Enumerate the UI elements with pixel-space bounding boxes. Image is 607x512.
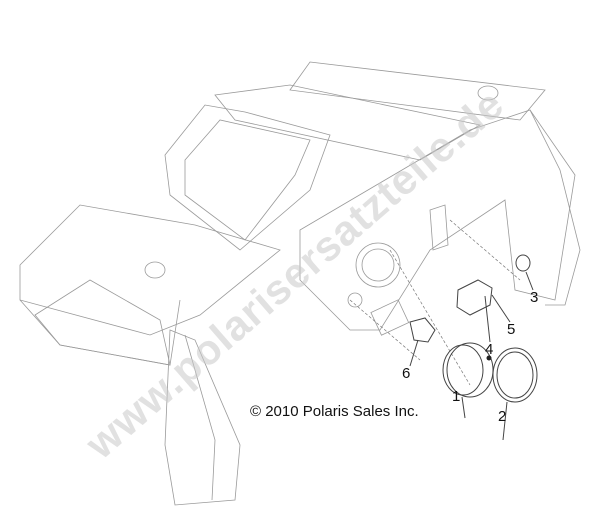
callout-6: 6 (402, 365, 411, 382)
copyright-notice: © 2010 Polaris Sales Inc. (250, 403, 419, 420)
callout-3: 3 (530, 289, 539, 306)
callout-1: 1 (452, 388, 461, 405)
callout-2: 2 (498, 408, 507, 425)
callout-4: 4 (485, 341, 494, 358)
callout-5: 5 (507, 321, 516, 338)
